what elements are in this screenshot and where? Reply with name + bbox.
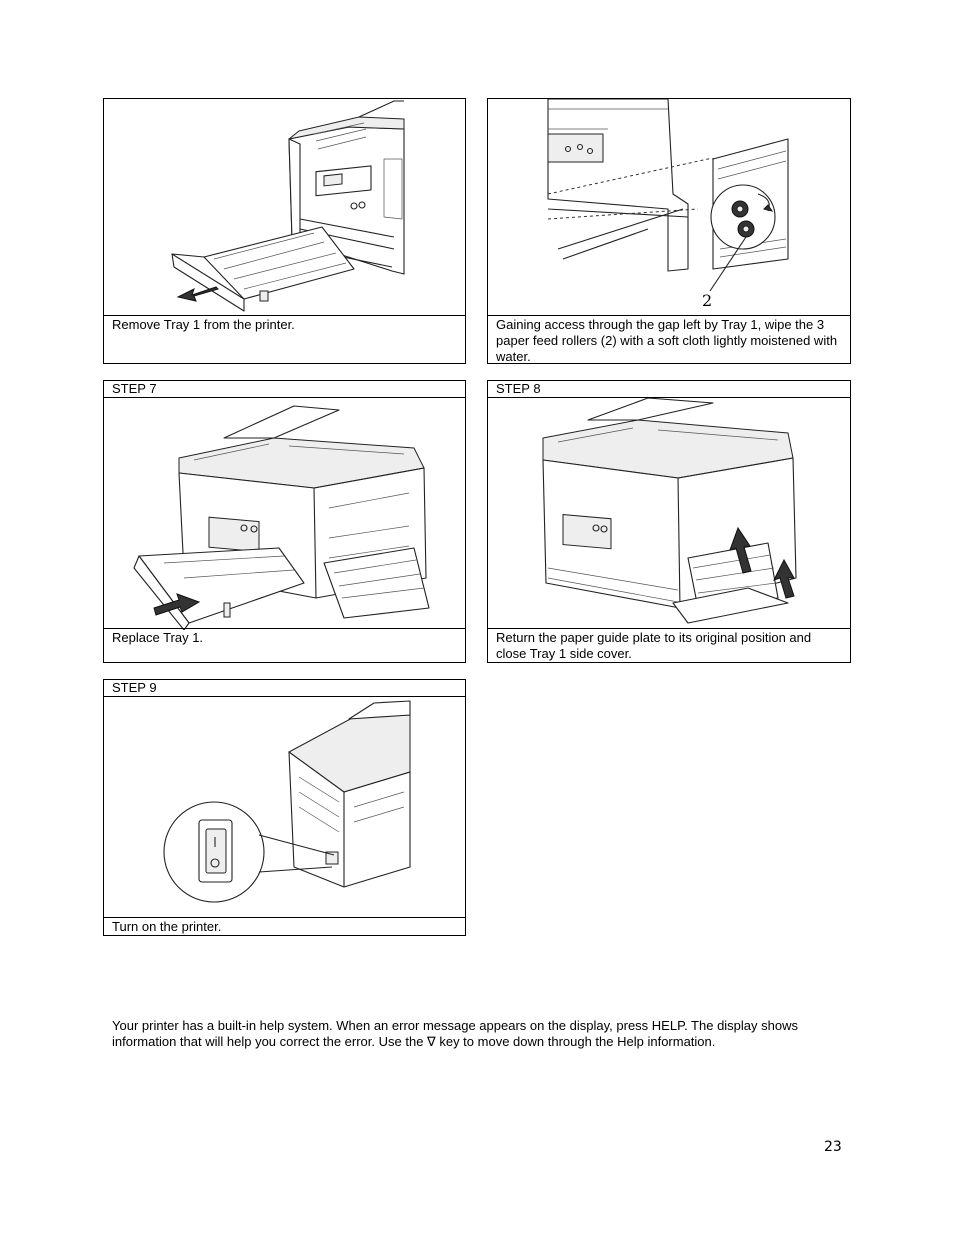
step5-caption: Remove Tray 1 from the printer. [104, 315, 465, 363]
step8-caption: Return the paper guide plate to its orig… [488, 628, 850, 662]
step8-panel: STEP 8 Return the paper guide plate to i… [487, 380, 851, 663]
step7-illustration [104, 398, 465, 630]
step7-panel: STEP 7 Replace Tray 1. [103, 380, 466, 663]
roller-callout-number: 2 [702, 291, 712, 310]
step6-illustration: 2 [488, 99, 850, 316]
step6-panel: 2 Gaining access through the gap left by… [487, 98, 851, 364]
page-number: 23 [824, 1139, 842, 1155]
step5-illustration [104, 99, 465, 316]
step7-header: STEP 7 [104, 381, 465, 398]
step8-header: STEP 8 [488, 381, 850, 398]
step9-caption: Turn on the printer. [104, 917, 465, 935]
step9-header: STEP 9 [104, 680, 465, 697]
step7-caption: Replace Tray 1. [104, 628, 465, 662]
step6-caption: Gaining access through the gap left by T… [488, 315, 850, 364]
step9-illustration [104, 697, 465, 919]
step8-illustration [488, 398, 850, 630]
help-system-paragraph: Your printer has a built-in help system.… [112, 1018, 798, 1049]
step9-panel: STEP 9 Turn on the printer. [103, 679, 466, 936]
step5-panel: Remove Tray 1 from the printer. [103, 98, 466, 364]
